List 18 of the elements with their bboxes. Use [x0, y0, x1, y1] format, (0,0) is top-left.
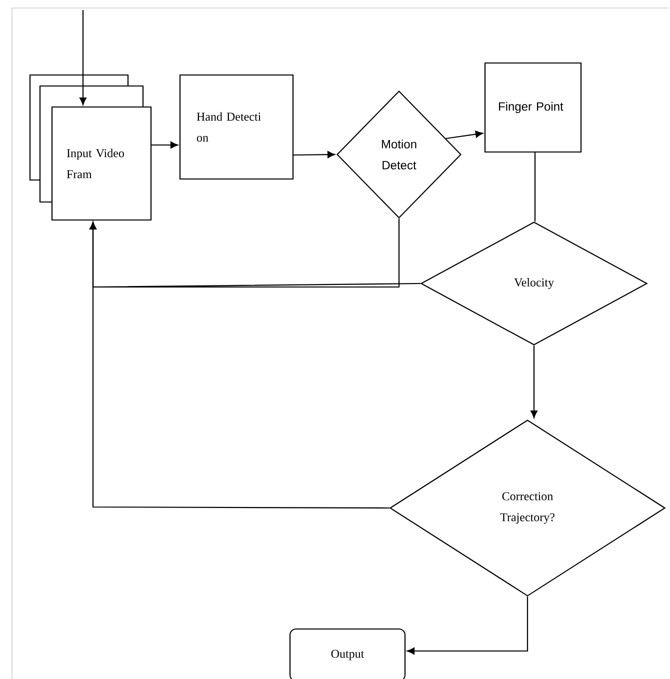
arrow: [446, 130, 484, 140]
node-label: Input Video Fram: [66, 148, 124, 178]
arrow: [406, 596, 528, 654]
arrow: [530, 346, 538, 418]
node-label: Correction Trajectory?: [500, 492, 554, 524]
node-label: Motion Detect: [382, 140, 416, 170]
node-label: Finger Point: [499, 102, 564, 114]
node-label: Hand Detecti on: [196, 112, 261, 142]
terminal-box: [289, 628, 406, 679]
arrow: [90, 222, 390, 509]
arrow: [152, 142, 178, 148]
node-label: Output: [331, 650, 364, 660]
arrow: [294, 151, 336, 158]
node-label: Velocity: [514, 278, 554, 289]
process-box: [484, 62, 582, 153]
process-box: [179, 74, 294, 180]
process-box: [51, 106, 152, 221]
arrow: [80, 10, 86, 106]
